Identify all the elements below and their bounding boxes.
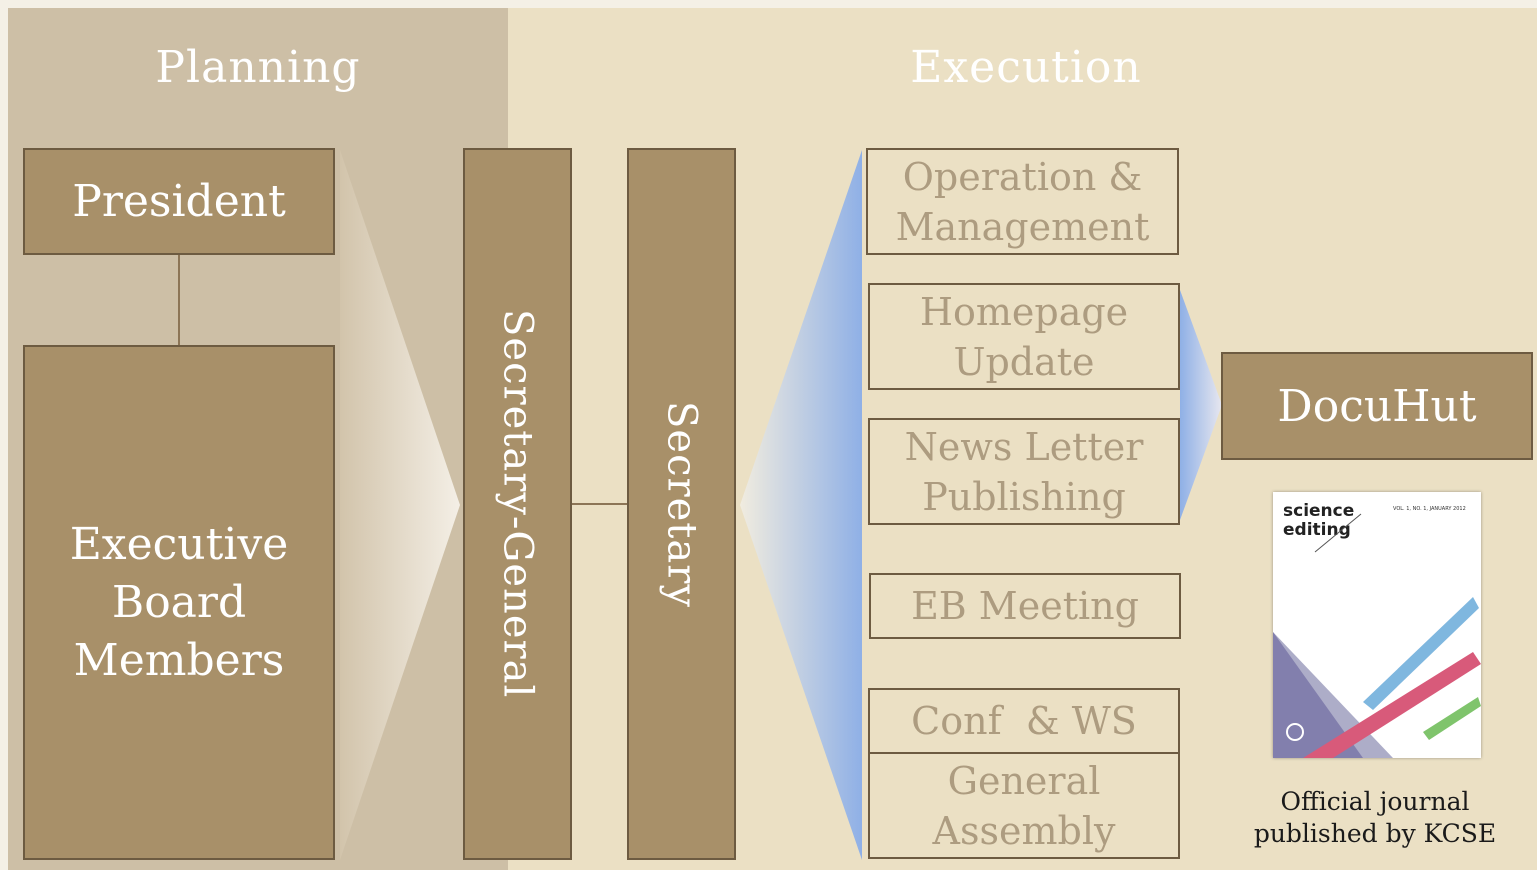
journal-cover-image: science editing VOL. 1, NO. 1, JANUARY 2… [1273, 492, 1481, 758]
docuhut-fan-shape [1180, 290, 1222, 520]
secretary-general-label: Secretary-General [494, 309, 541, 699]
eb-meeting-box: EB Meeting [869, 573, 1181, 639]
execution-title: Execution [910, 42, 1142, 93]
homepage-update-box: Homepage Update [868, 283, 1180, 390]
eb-meeting-label: EB Meeting [911, 584, 1139, 628]
general-assembly-label: General Assembly [932, 758, 1116, 853]
execution-fan-shape [740, 150, 862, 860]
general-assembly-box: General Assembly [868, 752, 1180, 859]
president-board-connector [178, 255, 180, 345]
executive-board-box: Executive Board Members [23, 345, 335, 860]
newsletter-publishing-box: News Letter Publishing [868, 418, 1180, 525]
operation-management-label: Operation & Management [895, 154, 1150, 249]
newsletter-publishing-label: News Letter Publishing [904, 424, 1144, 519]
president-box: President [23, 148, 335, 255]
secretary-connector [572, 503, 628, 505]
operation-management-box: Operation & Management [866, 148, 1179, 255]
cover-issue: VOL. 1, NO. 1, JANUARY 2012 [1393, 506, 1466, 512]
docuhut-label: DocuHut [1277, 380, 1477, 432]
docuhut-box: DocuHut [1221, 352, 1533, 460]
conf-ws-box: Conf & WS [868, 688, 1180, 754]
conf-ws-label: Conf & WS [911, 699, 1137, 743]
cover-title-line2: editing [1283, 520, 1351, 540]
journal-caption: Official journal published by KCSE [1253, 787, 1497, 848]
secretary-label: Secretary [658, 400, 705, 608]
planning-title: Planning [155, 42, 361, 93]
homepage-update-label: Homepage Update [919, 289, 1129, 384]
cover-title-line1: science [1283, 501, 1354, 521]
journal-cover-art: science editing VOL. 1, NO. 1, JANUARY 2… [1273, 501, 1481, 758]
secretary-general-box: Secretary-General [463, 148, 572, 860]
planning-funnel-shape [340, 150, 460, 860]
president-label: President [72, 176, 286, 227]
executive-board-label: Executive Board Members [69, 518, 289, 686]
secretary-box: Secretary [627, 148, 736, 860]
